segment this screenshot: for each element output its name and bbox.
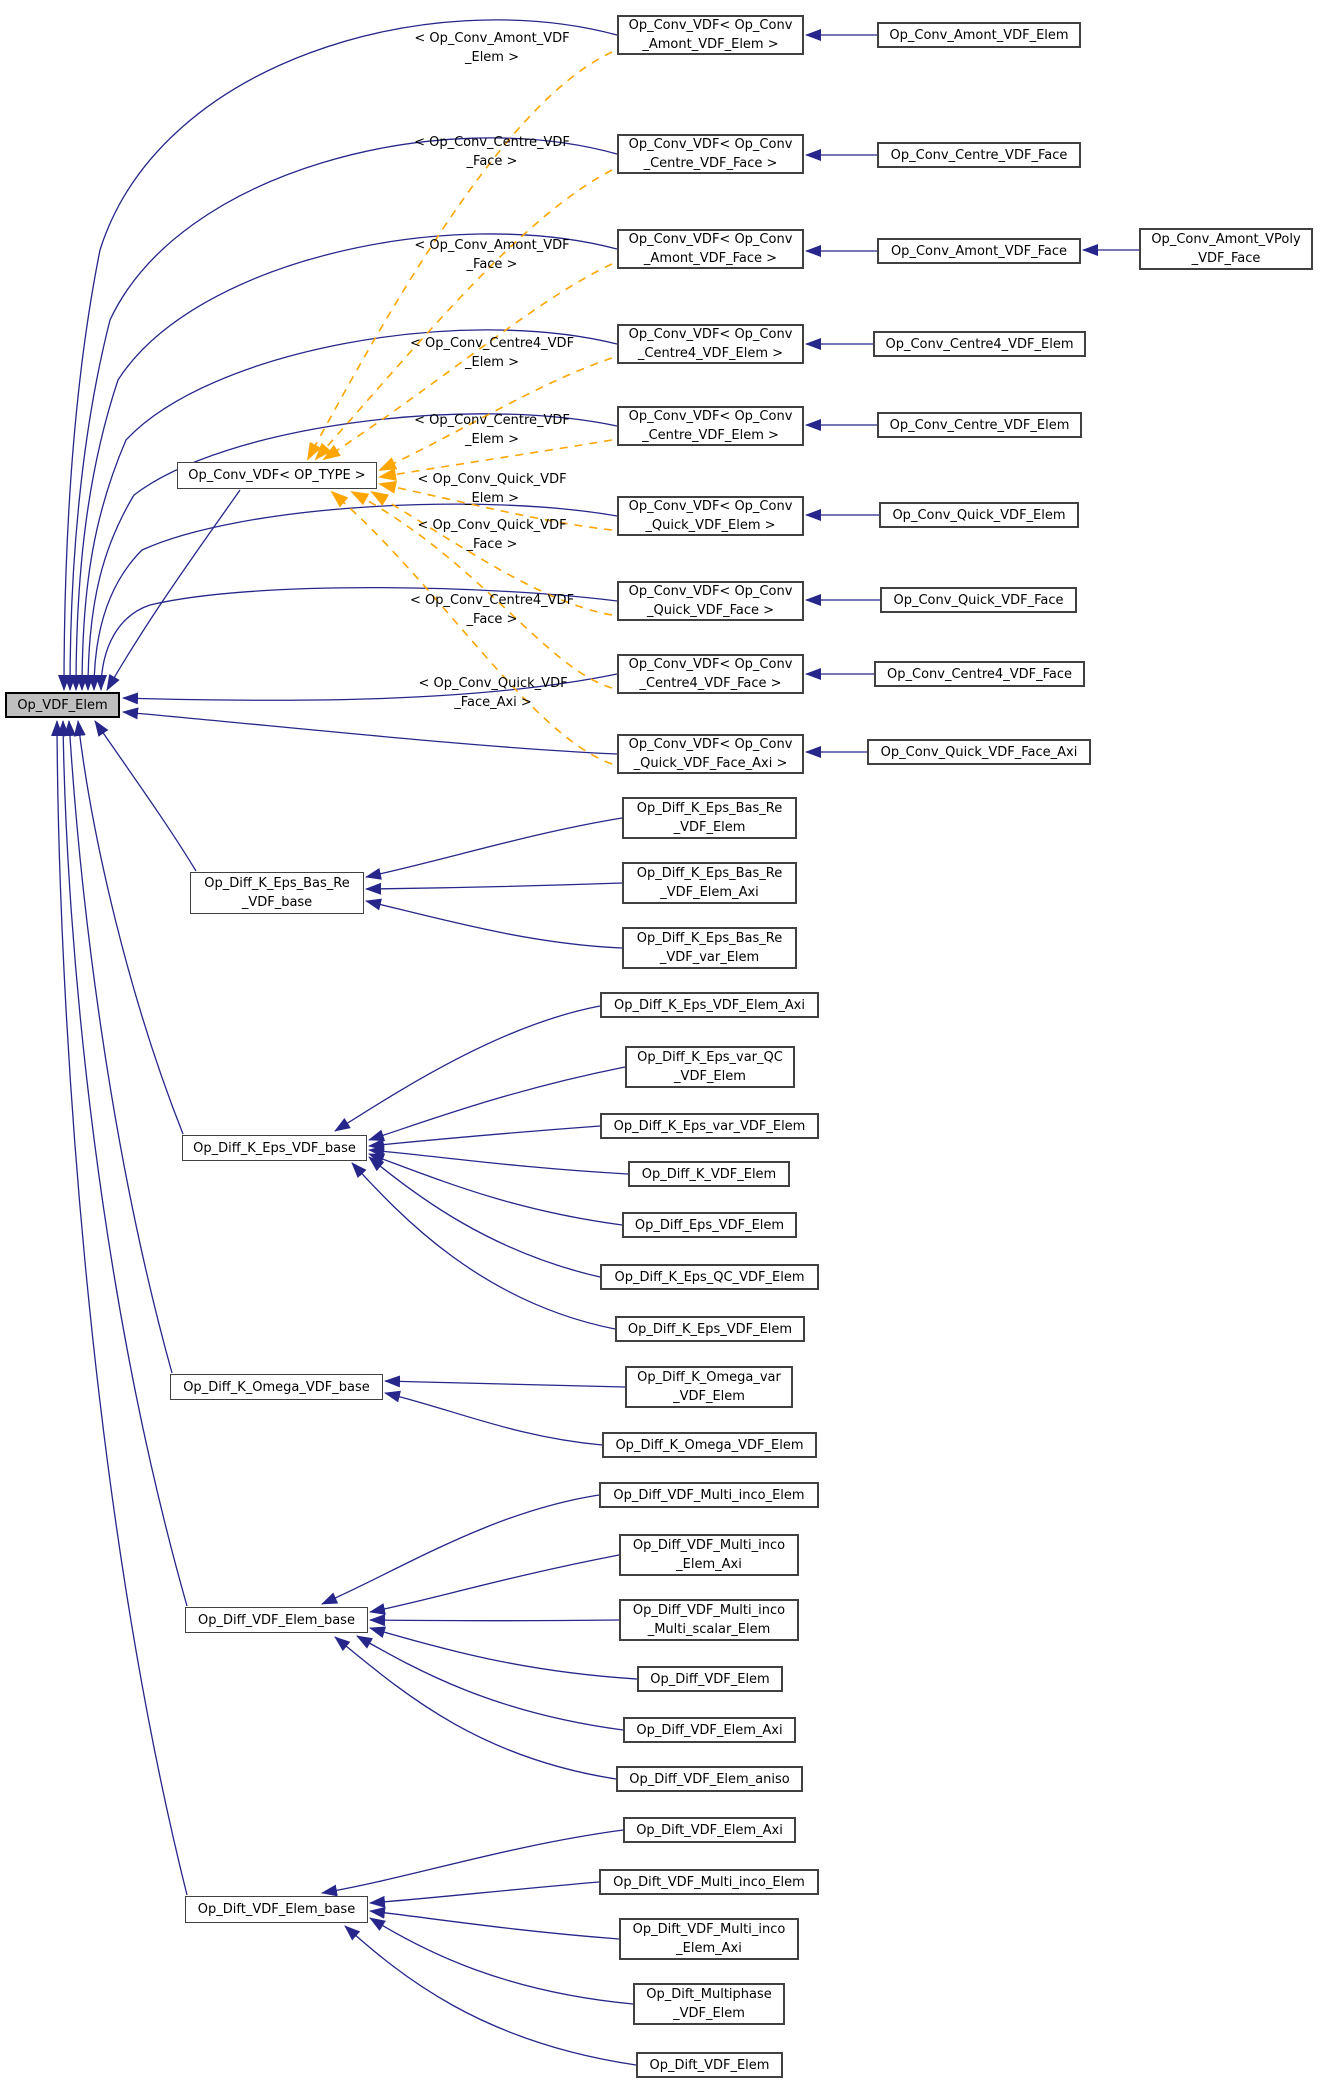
edge-inst-centre4-elem-to-focal [76, 329, 618, 691]
node-op-conv-centre-vdf-face[interactable]: Op_Conv_Centre_VDF_Face [877, 142, 1081, 168]
node-op-dift-vdf-multi-inco-elem-axi[interactable]: Op_Dift_VDF_Multi_inco _Elem_Axi [619, 1918, 799, 1960]
edge-template-to-focal [106, 489, 241, 691]
node-op-diff-k-omega-var-vdf-elem[interactable]: Op_Diff_K_Omega_var _VDF_Elem [625, 1366, 793, 1408]
node-op-diff-vdf-multi-inco-multi-scalar-elem[interactable]: Op_Diff_VDF_Multi_inco _Multi_scalar_Ele… [619, 1599, 799, 1641]
node-op-diff-vdf-elem[interactable]: Op_Diff_VDF_Elem [637, 1666, 783, 1692]
node-op-diff-eps-vdf-elem[interactable]: Op_Diff_Eps_VDF_Elem [622, 1212, 797, 1238]
node-op-diff-k-eps-vdf-elem[interactable]: Op_Diff_K_Eps_VDF_Elem [615, 1316, 805, 1342]
edge-base-komega-to-focal [63, 720, 173, 1374]
tedge-centre-elem [378, 439, 613, 481]
edge-diff-keps-basre-elem-to-base [365, 817, 623, 880]
inheritance-edges [51, 19, 1139, 2066]
node-op-conv-vdf-centre-vdf-elem[interactable]: Op_Conv_VDF< Op_Conv _Centre_VDF_Elem > [617, 406, 804, 446]
node-op-conv-centre-vdf-elem[interactable]: Op_Conv_Centre_VDF_Elem [877, 412, 1082, 438]
edge-diff-elem-aniso-to-base [334, 1636, 617, 1780]
node-op-conv-vdf-quick-vdf-face[interactable]: Op_Conv_VDF< Op_Conv _Quick_VDF_Face > [617, 581, 804, 621]
edge-base-keps-to-focal [73, 720, 184, 1135]
tedge-centre4-face [350, 491, 613, 689]
tedge-quick-face-axi [330, 490, 613, 765]
node-op-diff-k-eps-vdf-base[interactable]: Op_Diff_K_Eps_VDF_base [182, 1135, 367, 1161]
edge-diff-elem-axi-to-base [356, 1635, 624, 1731]
edge-dift-elem-axi-to-base [321, 1829, 624, 1897]
edge-base-dift-elem-to-focal [51, 720, 188, 1896]
edge-diff-keps-elem-to-base [351, 1162, 616, 1330]
node-op-conv-centre4-vdf-elem[interactable]: Op_Conv_Centre4_VDF_Elem [873, 331, 1086, 357]
template-instantiation-edges [307, 51, 613, 765]
node-op-dift-vdf-elem[interactable]: Op_Dift_VDF_Elem [636, 2052, 783, 2078]
node-op-diff-vdf-multi-inco-elem-axi[interactable]: Op_Diff_VDF_Multi_inco _Elem_Axi [619, 1534, 799, 1576]
tedge-amont-face [322, 263, 613, 461]
tedge-amont-elem [307, 51, 613, 461]
node-op-conv-centre4-vdf-face[interactable]: Op_Conv_Centre4_VDF_Face [874, 661, 1085, 687]
node-op-diff-k-eps-var-qc-vdf-elem[interactable]: Op_Diff_K_Eps_var_QC _VDF_Elem [625, 1046, 795, 1088]
node-op-dift-vdf-elem-base[interactable]: Op_Dift_VDF_Elem_base [185, 1896, 368, 1923]
node-op-vdf-elem[interactable]: Op_VDF_Elem [5, 692, 120, 718]
edge-diff-keps-var-qc-to-base [368, 1066, 626, 1142]
node-op-diff-k-eps-var-vdf-elem[interactable]: Op_Diff_K_Eps_var_VDF_Elem [600, 1113, 819, 1139]
node-op-conv-quick-vdf-face-axi[interactable]: Op_Conv_Quick_VDF_Face_Axi [867, 739, 1091, 765]
tedge-quick-elem [378, 480, 613, 531]
node-op-conv-quick-vdf-face[interactable]: Op_Conv_Quick_VDF_Face [880, 587, 1077, 613]
edge-diff-keps-qc-elem-to-base [368, 1156, 601, 1278]
edge-inst-quick-face-to-focal [95, 586, 618, 691]
edge-base-keps-bas-re-to-focal [94, 720, 197, 872]
node-op-diff-vdf-elem-base[interactable]: Op_Diff_VDF_Elem_base [185, 1607, 368, 1633]
edge-diff-multi-inco-elem-to-base [321, 1494, 600, 1605]
edge-dift-multi-inco-elem-to-base [369, 1881, 600, 1908]
edge-komega-var-elem-to-base [384, 1375, 626, 1388]
edge-inst-amont-elem-to-focal [58, 19, 618, 691]
node-op-conv-vdf-centre4-vdf-elem[interactable]: Op_Conv_VDF< Op_Conv _Centre4_VDF_Elem > [617, 324, 804, 364]
edge-inst-centre-face-to-focal [64, 137, 618, 691]
node-op-diff-vdf-elem-axi[interactable]: Op_Diff_VDF_Elem_Axi [623, 1717, 796, 1743]
node-op-diff-k-eps-bas-re-vdf-base[interactable]: Op_Diff_K_Eps_Bas_Re _VDF_base [190, 872, 364, 914]
node-op-conv-vdf-centre4-vdf-face[interactable]: Op_Conv_VDF< Op_Conv _Centre4_VDF_Face > [617, 654, 804, 694]
node-op-conv-vdf-amont-vdf-elem[interactable]: Op_Conv_VDF< Op_Conv _Amont_VDF_Elem > [617, 15, 804, 55]
node-op-diff-k-vdf-elem[interactable]: Op_Diff_K_VDF_Elem [628, 1161, 790, 1187]
tedge-quick-face [370, 490, 613, 616]
node-op-diff-vdf-multi-inco-elem[interactable]: Op_Diff_VDF_Multi_inco_Elem [599, 1482, 819, 1508]
node-op-conv-amont-vdf-elem[interactable]: Op_Conv_Amont_VDF_Elem [877, 22, 1081, 48]
edge-diff-elem-to-base [369, 1626, 638, 1680]
node-op-conv-quick-vdf-elem[interactable]: Op_Conv_Quick_VDF_Elem [879, 502, 1079, 528]
node-op-diff-k-eps-bas-re-vdf-elem-axi[interactable]: Op_Diff_K_Eps_Bas_Re _VDF_Elem_Axi [622, 862, 797, 904]
node-op-conv-amont-vdf-face[interactable]: Op_Conv_Amont_VDF_Face [877, 238, 1081, 264]
edge-diff-k-elem-to-base [368, 1145, 629, 1175]
node-op-conv-vdf-amont-vdf-face[interactable]: Op_Conv_VDF< Op_Conv _Amont_VDF_Face > [617, 229, 804, 269]
edge-inst-quick-face-axi-to-focal [122, 707, 618, 755]
node-op-diff-vdf-elem-aniso[interactable]: Op_Diff_VDF_Elem_aniso [616, 1766, 803, 1792]
node-op-conv-vdf-template[interactable]: Op_Conv_VDF< OP_TYPE > [177, 462, 377, 489]
edge-inst-amont-face-to-focal [70, 233, 618, 691]
node-op-diff-k-eps-bas-re-vdf-elem[interactable]: Op_Diff_K_Eps_Bas_Re _VDF_Elem [622, 797, 797, 839]
edge-diff-eps-elem-to-base [368, 1153, 623, 1226]
node-op-diff-k-omega-vdf-elem[interactable]: Op_Diff_K_Omega_VDF_Elem [602, 1432, 817, 1458]
node-op-conv-amont-vpoly-vdf-face[interactable]: Op_Conv_Amont_VPoly _VDF_Face [1139, 228, 1313, 270]
node-op-diff-k-omega-vdf-base[interactable]: Op_Diff_K_Omega_VDF_base [170, 1374, 383, 1400]
node-op-dift-multiphase-vdf-elem[interactable]: Op_Dift_Multiphase _VDF_Elem [633, 1983, 785, 2025]
edge-diff-multi-inco-elem-axi-to-base [369, 1554, 620, 1615]
node-op-diff-k-eps-vdf-elem-axi[interactable]: Op_Diff_K_Eps_VDF_Elem_Axi [600, 992, 819, 1018]
node-op-conv-vdf-quick-vdf-face-axi[interactable]: Op_Conv_VDF< Op_Conv _Quick_VDF_Face_Axi… [617, 734, 804, 774]
edge-diff-multi-inco-multi-scalar-to-base [369, 1614, 620, 1627]
tedge-centre-face [314, 169, 613, 461]
edge-inst-centre-elem-to-focal [82, 413, 618, 691]
edge-dift-multi-inco-elem-axi-to-base [369, 1906, 620, 1940]
edge-diff-keps-elem-axi-to-base [334, 1005, 601, 1132]
edge-diff-keps-basre-elem-axi-to-base [365, 882, 623, 895]
edge-diff-keps-basre-var-elem-to-base [365, 898, 623, 949]
edge-base-diff-elem-to-focal [57, 720, 188, 1607]
node-op-conv-vdf-centre-vdf-face[interactable]: Op_Conv_VDF< Op_Conv _Centre_VDF_Face > [617, 134, 804, 174]
node-op-dift-vdf-elem-axi[interactable]: Op_Dift_VDF_Elem_Axi [623, 1817, 796, 1843]
node-op-conv-vdf-quick-vdf-elem[interactable]: Op_Conv_VDF< Op_Conv _Quick_VDF_Elem > [617, 496, 804, 536]
edge-inst-centre4-face-to-focal [122, 673, 618, 705]
edge-inst-quick-elem-to-focal [88, 503, 618, 691]
node-op-diff-k-eps-qc-vdf-elem[interactable]: Op_Diff_K_Eps_QC_VDF_Elem [600, 1264, 819, 1290]
node-op-diff-k-eps-bas-re-vdf-var-elem[interactable]: Op_Diff_K_Eps_Bas_Re _VDF_var_Elem [622, 927, 797, 969]
edge-diff-keps-var-elem-to-base [368, 1125, 601, 1151]
edge-komega-elem-to-base [384, 1390, 603, 1446]
edge-dift-elem-to-base [344, 1925, 637, 2066]
tedge-centre4-elem [378, 357, 613, 471]
edge-dift-multiphase-elem-to-base [369, 1917, 634, 2005]
node-op-dift-vdf-multi-inco-elem[interactable]: Op_Dift_VDF_Multi_inco_Elem [599, 1869, 819, 1895]
